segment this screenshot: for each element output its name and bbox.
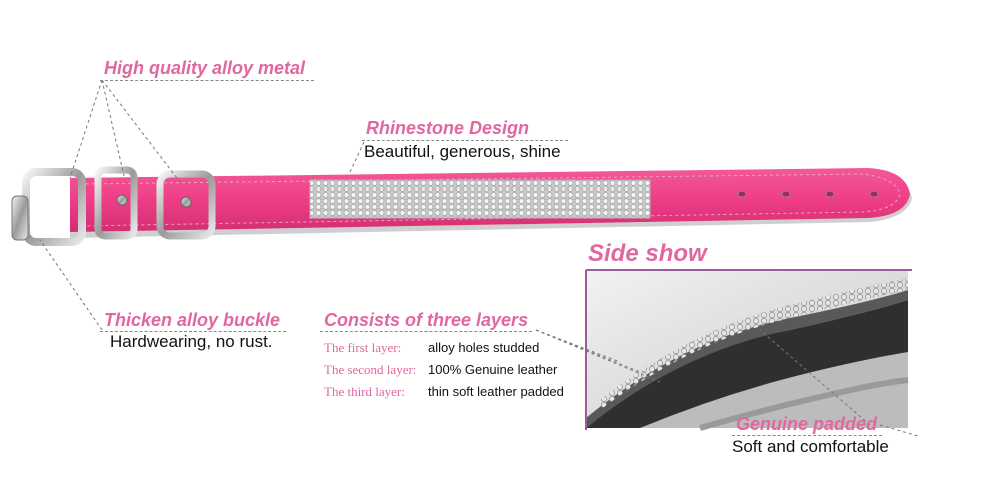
genuine-padded-underline (732, 435, 882, 436)
layer-3-value: thin soft leather padded (428, 384, 564, 399)
rhinestone-description: Beautiful, generous, shine (364, 142, 561, 161)
genuine-padded-title: Genuine padded (736, 414, 878, 434)
keeper-loop-2 (156, 170, 216, 240)
collar-holes (737, 190, 879, 198)
layer-1-value: alloy holes studded (428, 340, 540, 355)
side-show-title: Side show (588, 240, 707, 267)
layer-3-label: The third layer: (324, 384, 405, 399)
collar-stitching (79, 173, 901, 227)
layers-underline (320, 331, 532, 332)
buckle-title: Thicken alloy buckle (104, 310, 281, 330)
side-view-photo (586, 270, 909, 431)
rhinestone-title: Rhinestone Design (366, 118, 530, 138)
alloy-metal-title: High quality alloy metal (104, 58, 306, 78)
layer-1-label: The first layer: (324, 340, 402, 355)
alloy-metal-underline (100, 80, 314, 81)
genuine-padded-description: Soft and comfortable (732, 437, 889, 456)
buckle-underline (100, 331, 286, 332)
rhinestone-underline (362, 140, 568, 141)
buckle-description: Hardwearing, no rust. (110, 332, 273, 351)
layer-2-label: The second layer: (324, 362, 417, 377)
rivet-right (180, 196, 192, 208)
buckle-roller (11, 195, 29, 241)
keeper-loop-1 (94, 166, 138, 240)
rivet-left (116, 194, 128, 206)
leader-lines (39, 79, 919, 437)
layers-title: Consists of three layers (324, 310, 529, 330)
layer-2-value: 100% Genuine leather (428, 362, 558, 377)
